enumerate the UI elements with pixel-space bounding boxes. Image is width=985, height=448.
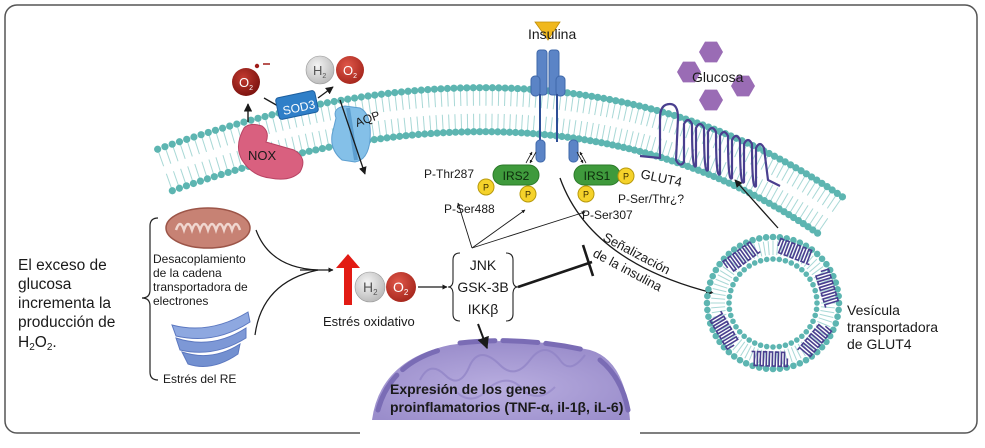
nox-label: NOX [248,148,277,163]
mitochondria-label-line3: transportadora de [153,280,248,294]
intro-line-1: El exceso de [18,257,107,274]
phospho-label: P [525,190,531,200]
glucose-label: Glucosa [692,69,744,85]
mitochondria-label-line2: de la cadena [153,266,222,280]
irs1-label: IRS1 [584,169,611,183]
intro-line-4: producción de [18,314,115,331]
mitochondria-label-line1: Desacoplamiento [153,252,246,266]
vesicle-label-line1: Vesícula [847,302,900,318]
intro-line-3: incrementa la [18,295,111,312]
site-ser307-label: P-Ser307 [582,208,633,222]
kinase-ikkb: IKKβ [468,301,499,317]
site-serthr-label: P-Ser/Thr¿? [618,192,684,206]
site-ser488-label: P-Ser488 [444,202,495,216]
site-thr287-label: P-Thr287 [424,167,474,181]
vesicle-label-line3: de GLUT4 [847,336,912,352]
mitochondria-label-line4: electrones [153,294,208,308]
oxidative-stress-label: Estrés oxidativo [323,314,415,329]
kinase-jnk: JNK [470,257,497,273]
phospho-label: P [483,183,489,193]
insulin-label: Insulina [528,26,576,42]
nucleus-label-line2: proinflamatorios (TNF-α, il-1β, iL-6) [390,399,623,415]
kinase-gsk3b: GSK-3B [457,279,508,295]
phospho-label: P [583,190,589,200]
phospho-label: P [623,172,629,182]
mitochondria-icon [166,208,250,248]
vesicle-label-line2: transportadora [847,319,938,335]
irs2-label: IRS2 [503,169,530,183]
nucleus-label-line1: Expresión de los genes [390,381,547,397]
intro-line-2: glucosa [18,276,72,293]
er-label: Estrés del RE [163,372,236,386]
